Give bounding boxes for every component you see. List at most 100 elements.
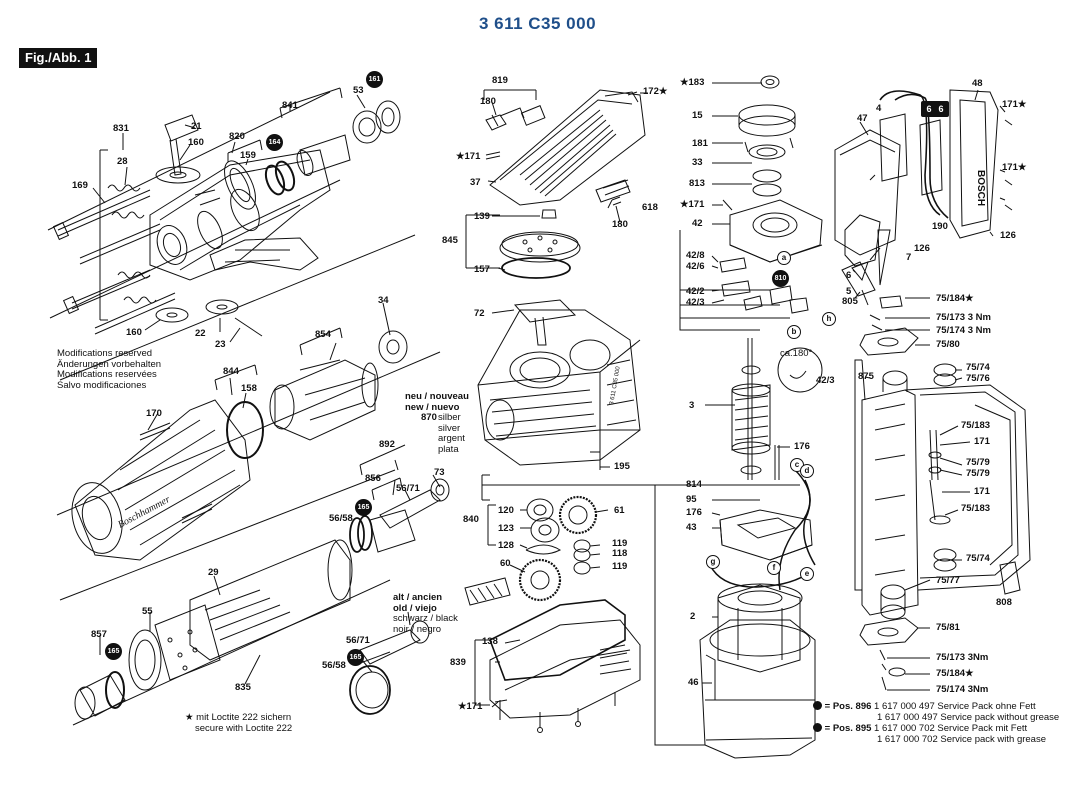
part-label: 34 bbox=[378, 295, 389, 306]
part-label: 75/173 3Nm bbox=[936, 652, 989, 663]
marker-d: d bbox=[800, 464, 814, 478]
old-colors-note: schwarz / black noir / negro bbox=[393, 613, 458, 635]
part-label: 42 bbox=[692, 218, 703, 229]
part-label: 195 bbox=[614, 461, 630, 472]
part-label: 190 bbox=[932, 221, 948, 232]
part-label: 28 bbox=[117, 156, 128, 167]
badge-165: 165 bbox=[347, 649, 364, 666]
part-label: 160 bbox=[188, 137, 204, 148]
svg-text:3 611 C35 000: 3 611 C35 000 bbox=[609, 365, 622, 405]
bullet-icon bbox=[813, 701, 822, 710]
part-label: 831 bbox=[113, 123, 129, 134]
service-pack-line: 1 617 000 497 Service Pack ohne Fett bbox=[874, 701, 1036, 712]
part-label: 75/184★ bbox=[936, 293, 974, 304]
part-label: 176 bbox=[794, 441, 810, 452]
part-label: 42/3 bbox=[686, 297, 705, 308]
new-parts-note: neu / nouveau new / nuevo bbox=[405, 391, 469, 413]
note-line: argent bbox=[438, 433, 465, 444]
part-label: 120 bbox=[498, 505, 514, 516]
part-label: 47 bbox=[857, 113, 868, 124]
part-label: 618 bbox=[642, 202, 658, 213]
part-label: 126 bbox=[1000, 230, 1016, 241]
part-label: 181 bbox=[692, 138, 708, 149]
part-label: 7 bbox=[906, 252, 912, 263]
part-label: 42/6 bbox=[686, 261, 705, 272]
part-label: 23 bbox=[215, 339, 226, 350]
note-line: new / nuevo bbox=[405, 401, 460, 413]
part-label: 75/174 3Nm bbox=[936, 684, 989, 695]
connector-6: 6 bbox=[933, 101, 949, 117]
part-label: 2 bbox=[690, 611, 696, 622]
badge-164: 164 bbox=[266, 134, 283, 151]
note-line: old / viejo bbox=[393, 602, 437, 614]
part-label: 42/8 bbox=[686, 250, 705, 261]
service-pack-line: 1 617 000 497 Service pack without greas… bbox=[877, 711, 1060, 723]
part-label: 856 bbox=[365, 473, 381, 484]
service-pack-ref: = Pos. 896 bbox=[824, 701, 872, 712]
marker-b: b bbox=[787, 325, 801, 339]
marker-a: a bbox=[777, 251, 791, 265]
part-label: 73 bbox=[434, 467, 445, 478]
badge-810: 810 bbox=[772, 270, 789, 287]
badge-165: 165 bbox=[355, 499, 372, 516]
part-label: 75/79 bbox=[966, 468, 990, 479]
loctite-note: ★ mit Loctite 222 sichern secure with Lo… bbox=[185, 712, 292, 734]
part-label: 72 bbox=[474, 308, 485, 319]
service-pack-line: 1 617 000 702 Service Pack mit Fett bbox=[874, 723, 1028, 734]
marker-e: e bbox=[800, 567, 814, 581]
part-label: 42/3 bbox=[816, 375, 835, 386]
part-label: 819 bbox=[492, 75, 508, 86]
part-label: 53 bbox=[353, 85, 364, 96]
part-label: 75/76 bbox=[966, 373, 990, 384]
part-label: 139 bbox=[474, 211, 490, 222]
rotation-note: ca.180° bbox=[780, 348, 813, 359]
motor-assembly bbox=[654, 75, 823, 759]
part-label: 55 bbox=[142, 606, 153, 617]
part-label: 61 bbox=[614, 505, 625, 516]
part-label: 56/71 bbox=[346, 635, 370, 646]
part-label: 170 bbox=[146, 408, 162, 419]
figure-label: Fig./Abb. 1 bbox=[19, 48, 98, 68]
part-label: 75/184★ bbox=[936, 668, 974, 679]
svg-text:Boschhammer: Boschhammer bbox=[116, 494, 172, 531]
part-label: 56/58 bbox=[329, 513, 353, 524]
service-pack-896: = Pos. 896 1 617 000 497 Service Pack oh… bbox=[813, 701, 1059, 723]
part-label: 158 bbox=[241, 383, 257, 394]
part-label: 841 bbox=[282, 100, 298, 111]
part-label: 805 bbox=[842, 296, 858, 307]
part-label: 840 bbox=[463, 514, 479, 525]
part-label: ★171 bbox=[456, 151, 481, 162]
note-line: plata bbox=[438, 443, 459, 455]
part-label: 870 bbox=[421, 412, 437, 423]
part-label: 42/2 bbox=[686, 286, 705, 297]
note-line: Salvo modificaciones bbox=[57, 379, 147, 391]
part-label: 37 bbox=[470, 177, 481, 188]
part-label: 21 bbox=[191, 121, 202, 132]
part-label: 22 bbox=[195, 328, 206, 339]
part-label: 43 bbox=[686, 522, 697, 533]
note-line: silver bbox=[438, 422, 461, 434]
part-label: 75/183 bbox=[961, 503, 991, 514]
part-label: 4 bbox=[876, 103, 882, 114]
part-label: 33 bbox=[692, 157, 703, 168]
part-label: 75/74 bbox=[966, 553, 990, 564]
part-label: 119 bbox=[612, 538, 628, 549]
service-pack-895: = Pos. 895 1 617 000 702 Service Pack mi… bbox=[813, 723, 1046, 745]
part-label: 46 bbox=[688, 677, 699, 688]
part-label: 3 bbox=[689, 400, 695, 411]
part-label: 875 bbox=[858, 371, 874, 382]
part-label: 169 bbox=[72, 180, 88, 191]
part-label: 820 bbox=[229, 131, 245, 142]
tool-holder-assembly: Boschhammer bbox=[47, 87, 450, 726]
part-number-title: 3 611 C35 000 bbox=[478, 14, 597, 33]
part-label: 171 bbox=[974, 436, 990, 447]
part-label: 6 bbox=[846, 270, 852, 281]
part-label: 845 bbox=[442, 235, 458, 246]
part-label: 118 bbox=[612, 548, 628, 559]
part-label: 854 bbox=[315, 329, 331, 340]
part-label: 29 bbox=[208, 567, 219, 578]
marker-f: f bbox=[767, 561, 781, 575]
part-label: 75/81 bbox=[936, 622, 960, 633]
